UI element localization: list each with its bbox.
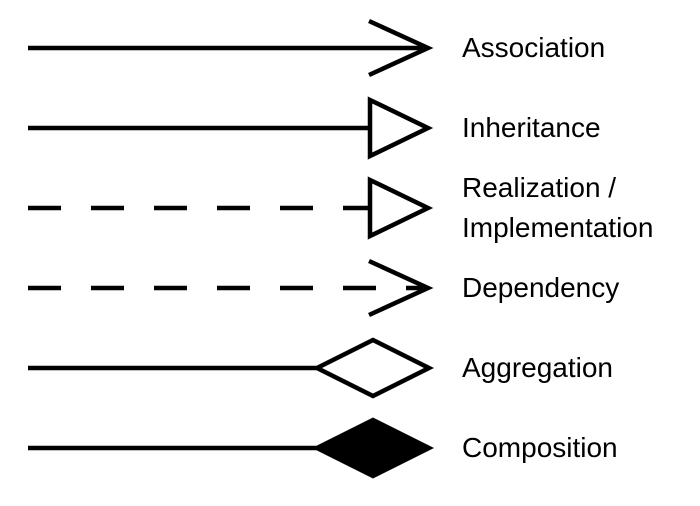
open-arrow-glyph (28, 258, 434, 318)
legend-row-composition: Composition (0, 408, 700, 488)
realization-label: Realization / Implementation (462, 172, 654, 243)
association-label: Association (462, 32, 606, 63)
legend-row-association: Association (0, 8, 700, 88)
legend-row-aggregation: Aggregation (0, 328, 700, 408)
legend-row-inheritance: Inheritance (0, 88, 700, 168)
inheritance-label: Inheritance (462, 112, 601, 143)
open-arrow-glyph (28, 18, 434, 78)
composition-label: Composition (462, 432, 618, 463)
hollow-triangle-glyph (28, 176, 434, 240)
filled-diamond-glyph (28, 417, 435, 479)
aggregation-label: Aggregation (462, 352, 614, 383)
dependency-label: Dependency (462, 272, 620, 303)
legend-row-realization: Realization / Implementation (0, 168, 700, 248)
hollow-triangle-glyph (28, 96, 434, 160)
hollow-diamond-glyph (28, 337, 435, 399)
legend-row-dependency: Dependency (0, 248, 700, 328)
